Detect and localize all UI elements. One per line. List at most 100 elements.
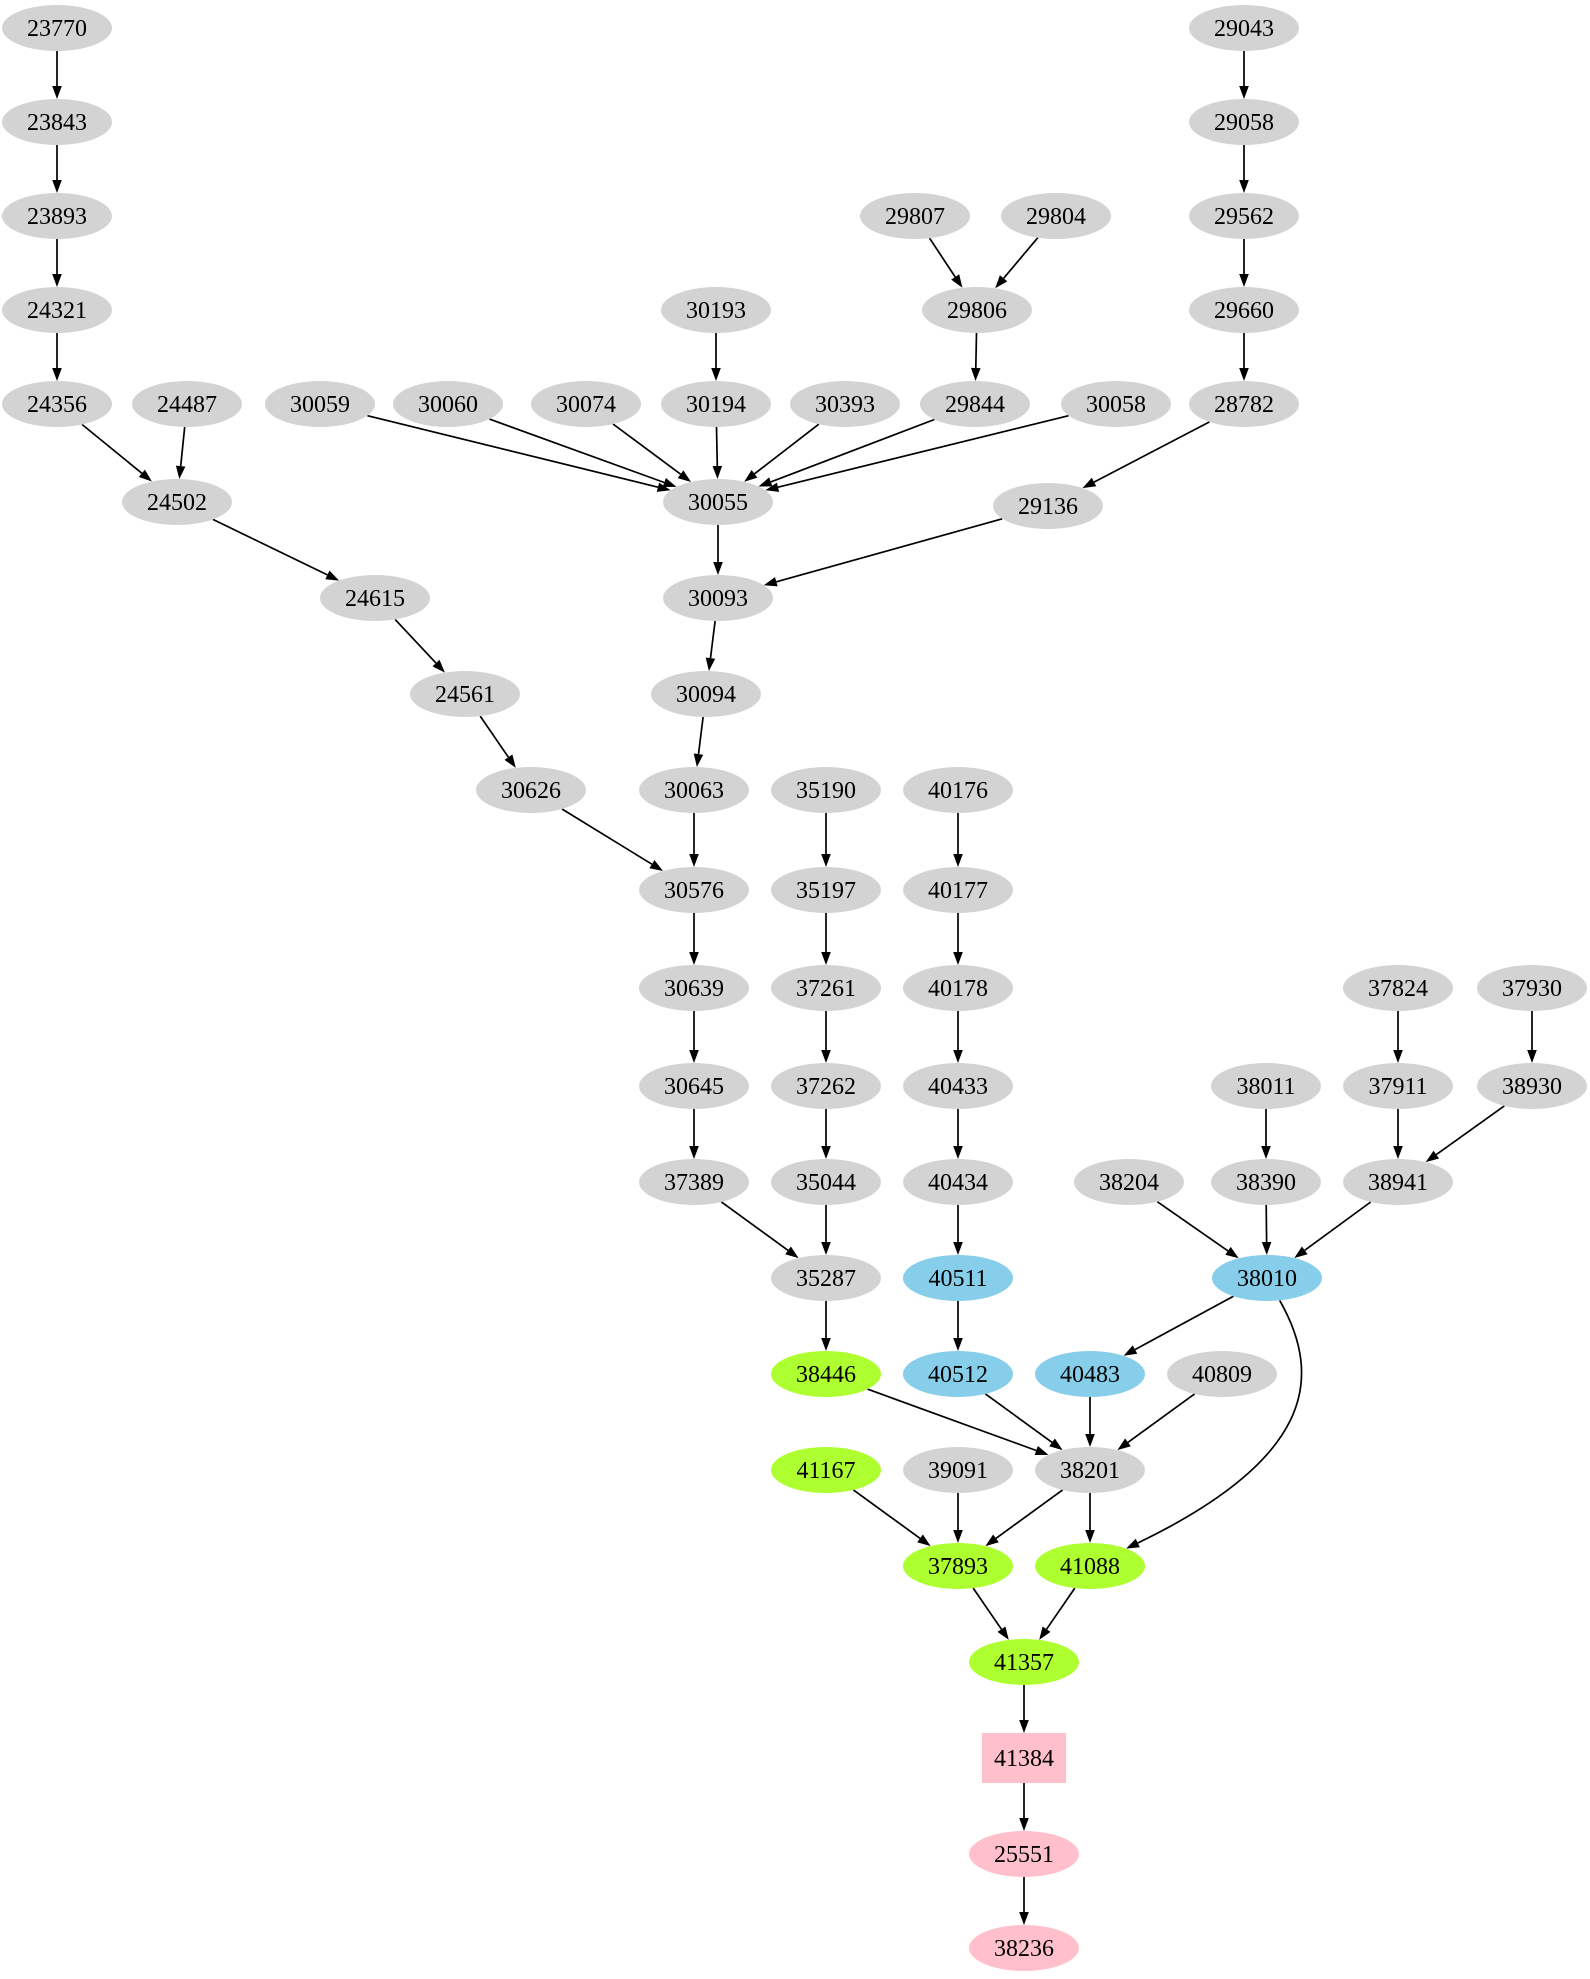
- node-shape-30194: [661, 381, 771, 427]
- node-shape-29844: [920, 381, 1030, 427]
- arrowhead-24615-24561: [432, 659, 445, 673]
- edge-30059-30055: [367, 414, 659, 489]
- arrowhead-35190-35197: [821, 854, 831, 867]
- graph-node-30639: 30639: [639, 965, 749, 1011]
- arrowhead-30393-30055: [744, 470, 758, 482]
- edge-28782-29136: [1093, 421, 1210, 483]
- node-shape-37930: [1477, 965, 1587, 1011]
- node-label-28782: 28782: [1214, 392, 1274, 418]
- graph-node-38236: 38236: [969, 1925, 1079, 1971]
- node-shape-35287: [771, 1255, 881, 1301]
- node-label-38390: 38390: [1236, 1170, 1296, 1196]
- node-shape-35197: [771, 867, 881, 913]
- graph-node-29562: 29562: [1189, 193, 1299, 239]
- edge-38010-40483: [1134, 1295, 1234, 1351]
- node-label-24561: 24561: [435, 682, 495, 708]
- node-label-40809: 40809: [1192, 1362, 1252, 1388]
- edge-30094-30063: [697, 716, 704, 755]
- node-shape-30193: [661, 287, 771, 333]
- edge-30060-30055: [489, 418, 665, 484]
- arrowhead-29844-30055: [758, 477, 773, 487]
- graph-node-30059: 30059: [265, 381, 375, 427]
- graph-node-38390: 38390: [1211, 1159, 1321, 1205]
- node-label-35197: 35197: [796, 878, 856, 904]
- arrowhead-41167-37893: [917, 1534, 931, 1547]
- graph-node-24487: 24487: [132, 381, 242, 427]
- arrowhead-38390-38010: [1261, 1242, 1272, 1255]
- graph-node-30058: 30058: [1061, 381, 1171, 427]
- graph-node-35190: 35190: [771, 767, 881, 813]
- node-shape-30393: [790, 381, 900, 427]
- edge-38201-37893: [995, 1489, 1064, 1540]
- node-label-29806: 29806: [947, 298, 1007, 324]
- arrowhead-41357-41384: [1019, 1720, 1029, 1733]
- node-shape-37261: [771, 965, 881, 1011]
- node-shape-30059: [265, 381, 375, 427]
- node-shape-38941: [1343, 1159, 1453, 1205]
- edge-29806-29844: [974, 332, 978, 369]
- node-label-37824: 37824: [1368, 976, 1428, 1002]
- edge-37893-41357: [972, 1587, 1003, 1630]
- node-label-39091: 39091: [928, 1458, 988, 1484]
- node-label-40512: 40512: [928, 1362, 988, 1388]
- node-label-30194: 30194: [686, 392, 746, 418]
- node-label-41384: 41384: [994, 1746, 1054, 1772]
- node-label-30193: 30193: [686, 298, 746, 324]
- arrowhead-37824-37911: [1393, 1050, 1403, 1063]
- arrowhead-28782-29136: [1082, 477, 1097, 489]
- arrowhead-30058-30055: [765, 482, 780, 492]
- node-label-41088: 41088: [1060, 1554, 1120, 1580]
- node-label-29058: 29058: [1214, 110, 1274, 136]
- graph-node-28782: 28782: [1189, 381, 1299, 427]
- node-label-23893: 23893: [27, 204, 87, 230]
- arrowhead-29043-29058: [1239, 86, 1249, 99]
- edge-24615-24561: [394, 618, 437, 664]
- edge-30058-30055: [777, 414, 1069, 489]
- node-shape-30055: [663, 479, 773, 525]
- arrowhead-40511-40512: [953, 1338, 963, 1351]
- arrowhead-30074-30055: [677, 470, 691, 482]
- node-label-30055: 30055: [688, 490, 748, 516]
- node-label-24356: 24356: [27, 392, 87, 418]
- node-label-38201: 38201: [1060, 1458, 1120, 1484]
- arrowhead-38201-41088: [1085, 1530, 1095, 1543]
- graph-node-23843: 23843: [2, 99, 112, 145]
- node-label-38011: 38011: [1236, 1074, 1295, 1100]
- edge-24356-24502: [81, 423, 143, 474]
- node-shape-30094: [651, 671, 761, 717]
- node-label-29844: 29844: [945, 392, 1005, 418]
- arrowhead-37261-37262: [821, 1050, 831, 1063]
- arrowhead-29058-29562: [1239, 180, 1249, 193]
- arrowhead-40176-40177: [953, 854, 963, 867]
- arrowhead-24561-30626: [504, 754, 516, 768]
- node-shape-40512: [903, 1351, 1013, 1397]
- node-shape-37911: [1343, 1063, 1453, 1109]
- node-label-24321: 24321: [27, 298, 87, 324]
- arrowhead-40434-40511: [953, 1242, 963, 1255]
- node-label-24487: 24487: [157, 392, 217, 418]
- graph-node-29058: 29058: [1189, 99, 1299, 145]
- arrowhead-29806-29844: [971, 367, 981, 381]
- graph-node-29804: 29804: [1001, 193, 1111, 239]
- arrowhead-38010-40483: [1123, 1345, 1138, 1356]
- graph-node-23893: 23893: [2, 193, 112, 239]
- graph-node-40809: 40809: [1167, 1351, 1277, 1397]
- graph-node-30194: 30194: [661, 381, 771, 427]
- node-label-41357: 41357: [994, 1650, 1054, 1676]
- node-label-38930: 38930: [1502, 1074, 1562, 1100]
- arrowhead-29660-28782: [1239, 368, 1249, 381]
- node-label-40433: 40433: [928, 1074, 988, 1100]
- graph-node-40176: 40176: [903, 767, 1013, 813]
- node-shape-29804: [1001, 193, 1111, 239]
- node-label-38010: 38010: [1237, 1266, 1297, 1292]
- edge-24561-30626: [479, 715, 510, 758]
- node-shape-40434: [903, 1159, 1013, 1205]
- graph-node-38010: 38010: [1212, 1255, 1322, 1301]
- node-shape-40483: [1035, 1351, 1145, 1397]
- node-shape-29807: [860, 193, 970, 239]
- edge-30074-30055: [612, 423, 682, 475]
- arrowhead-23893-24321: [52, 274, 62, 287]
- node-shape-41384: [982, 1733, 1066, 1783]
- graph-node-38446: 38446: [771, 1351, 881, 1397]
- arrowhead-35044-35287: [821, 1242, 831, 1255]
